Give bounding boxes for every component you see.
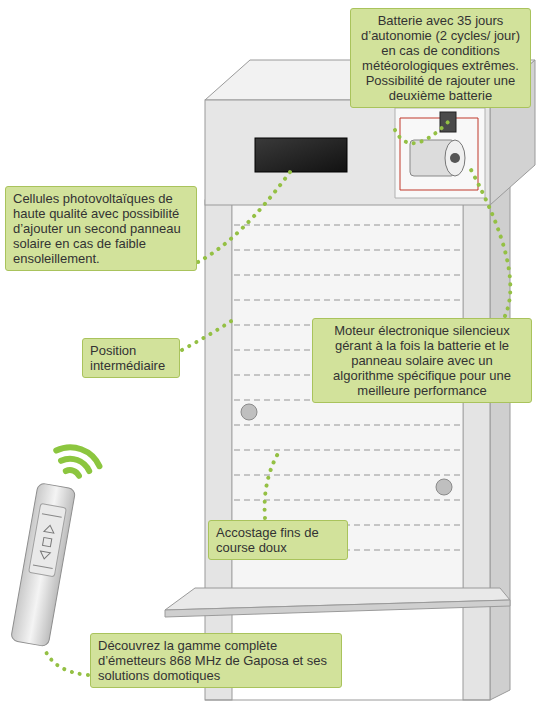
leader-line <box>182 318 236 350</box>
slat-line <box>234 474 461 476</box>
housing-cutaway <box>395 108 485 198</box>
slat-line <box>234 499 461 501</box>
callout-box: Accostage fins de course doux <box>208 520 348 560</box>
leader-line <box>45 650 88 675</box>
solar-panel <box>255 138 347 172</box>
left-rail <box>205 200 232 700</box>
signal-arc <box>56 441 103 466</box>
callout-text: Moteur électronique silencieux gérant à … <box>320 323 524 398</box>
slat-line <box>234 249 461 251</box>
slat-line <box>234 424 461 426</box>
callout-text: Accostage fins de course doux <box>216 525 340 555</box>
right-rail <box>463 200 490 700</box>
remote-button <box>42 514 62 517</box>
signal-arc <box>61 455 91 471</box>
wireless-signal <box>51 441 103 481</box>
stopper-knob <box>241 404 257 420</box>
remote-control <box>11 483 76 647</box>
motor-end <box>445 140 465 176</box>
remote-button <box>39 551 50 560</box>
leader-line <box>395 122 448 143</box>
slat-line <box>234 224 461 226</box>
housing-front <box>205 100 490 205</box>
motor-shaft <box>450 153 460 163</box>
leader-line <box>470 168 510 316</box>
callout-box: Batterie avec 35 jours d’autonomie (2 cy… <box>350 8 531 108</box>
frame-bottom <box>205 700 490 701</box>
callout-box: Moteur électronique silencieux gérant à … <box>312 318 532 403</box>
slat-line <box>234 299 461 301</box>
stopper-knob <box>436 479 452 495</box>
remote-button <box>43 537 52 546</box>
leader-line <box>198 172 290 262</box>
callout-text: Batterie avec 35 jours d’autonomie (2 cy… <box>358 13 523 103</box>
callout-box: Découvrez la gamme complète d’émetteurs … <box>90 633 342 688</box>
remote-body <box>11 483 76 647</box>
remote-keypad <box>29 503 67 576</box>
signal-arc <box>66 468 80 475</box>
callout-box: Cellules photovoltaïques de haute qualit… <box>5 186 197 271</box>
callout-text: Cellules photovoltaïques de haute qualit… <box>13 191 189 266</box>
remote-button <box>44 524 55 533</box>
wiring <box>400 118 478 190</box>
slat-line <box>234 274 461 276</box>
leader-line <box>265 450 280 518</box>
slat-line <box>234 449 461 451</box>
callout-box: Position intermédiaire <box>82 338 180 378</box>
window-sill-edge <box>165 600 510 617</box>
remote-button <box>33 565 53 568</box>
callout-text: Position intermédiaire <box>90 343 172 373</box>
callout-text: Découvrez la gamme complète d’émetteurs … <box>98 638 334 683</box>
